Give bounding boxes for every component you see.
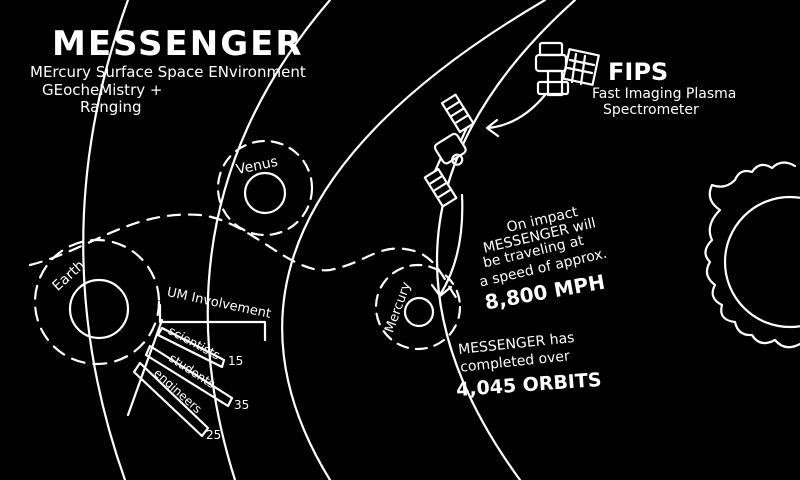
um-count-scientists: 15 — [228, 354, 244, 368]
um-bar-students — [144, 344, 234, 408]
venus-planet — [243, 171, 287, 215]
spacecraft-icon — [423, 93, 475, 208]
fips-desc-line-1: Fast Imaging Plasma — [592, 86, 737, 102]
orbit-arc-venus — [281, 0, 547, 480]
subtitle-line-3: Ranging — [80, 98, 142, 116]
fips-title: FIPS — [608, 58, 669, 86]
sun-rays — [704, 161, 800, 349]
transfer-path — [28, 213, 460, 302]
subtitle-line-2: GEocheMistry + — [42, 81, 163, 99]
sun — [723, 195, 800, 329]
um-count-students: 35 — [234, 398, 250, 412]
title: MESSENGER — [52, 24, 304, 64]
fips-desc-line-2: Spectrometer — [603, 102, 699, 118]
venus-orbit — [216, 139, 314, 237]
um-bar-scientists — [156, 326, 226, 369]
earth-planet — [68, 278, 130, 340]
fips-instrument-icon — [534, 41, 600, 97]
um-bracket — [158, 303, 267, 342]
mercury-orbit — [374, 263, 462, 351]
um-count-engineers: 25 — [206, 428, 222, 442]
spacecraft-arrow — [438, 193, 464, 297]
mercury-planet — [403, 296, 435, 328]
subtitle-line-1: MErcury Surface Space ENvironment — [30, 63, 306, 81]
orbit-arc-outer — [82, 0, 130, 480]
um-bar-engineers — [132, 361, 210, 438]
orbit-arc-earth — [206, 0, 332, 480]
fips-arrow — [486, 93, 547, 130]
orbit-arc-mercury — [435, 0, 577, 480]
